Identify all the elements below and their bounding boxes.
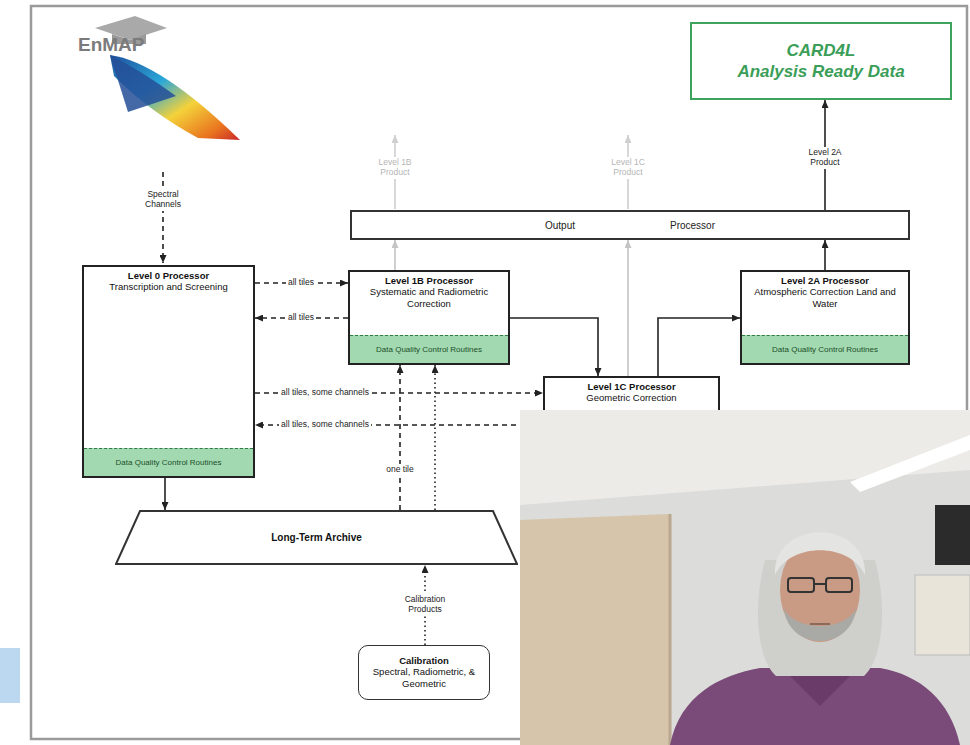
edge-label: one tile [384,464,415,476]
photo-part [915,575,970,655]
faded-product-label: Level 1B Product [369,157,421,179]
process-box: Level 0 ProcessorTranscription and Scree… [82,265,255,478]
process-title: Level 0 Processor [84,267,253,281]
process-title: Level 2A Processor [742,272,908,286]
archive-title: Long-Term Archive [271,532,362,543]
process-box: Level 1B ProcessorSystematic and Radiome… [348,270,510,365]
band-text: Processor [670,220,715,231]
band-text: Data Quality Control Routines [114,456,224,469]
output-product-box: CARD4LAnalysis Ready Data [690,22,952,100]
process-box: Level 2A ProcessorAtmospheric Correction… [740,270,910,365]
connector-arrow [824,240,826,270]
edge-label: all tiles, some channels [279,419,371,431]
process-body: Systematic and Radiometric Correction [350,286,508,313]
band-text: Data Quality Control Routines [374,343,484,356]
output-band: Output Processor [350,210,910,240]
photo-part [520,514,670,745]
archive-trapezoid: Long-Term Archive [115,510,518,565]
edge-label: all tiles [286,277,316,289]
logo-text: EnMAP [78,34,145,56]
edge-label: Calibration Products [388,594,462,616]
connector-arrow [627,240,629,376]
connector-arrow [164,478,166,510]
photo-part [784,608,856,641]
connector-arrow [399,365,401,510]
quality-band: Data Quality Control Routines [742,335,908,363]
connector-arrow [434,365,436,510]
quality-band: Data Quality Control Routines [350,335,508,363]
process-body: Geometric Correction [545,392,718,407]
product-title: CARD4L [787,40,856,61]
process-title: Level 1C Processor [545,378,718,392]
calibration-body: Spectral, Radiometric, & Geometric [362,666,486,693]
process-title: Level 1B Processor [350,272,508,286]
photo-part [810,623,830,625]
slide-frame [31,6,967,739]
webcam-overlay [520,410,970,745]
band-text: Output [545,220,575,231]
edge-label: all tiles, some channels [279,387,371,399]
photo-part [788,578,814,592]
faded-product-label: Level 1C Product [602,157,654,179]
photo-part [520,410,970,745]
photo-part [775,532,865,575]
connector-arrow [510,318,598,376]
photo-part [670,668,960,745]
photo-part [669,514,672,745]
process-body: Transcription and Screening [84,281,253,296]
trapezoid-shape [116,511,517,564]
photo-part [935,505,970,565]
calibration-title: Calibration [395,652,453,666]
connector-arrow [658,318,740,376]
input-arrow [162,172,164,263]
calibration-box: CalibrationSpectral, Radiometric, & Geom… [358,645,490,700]
photo-part [814,583,826,585]
photo-part [520,410,970,505]
band-text: Data Quality Control Routines [770,343,880,356]
drawing-part [110,55,240,140]
connector-arrow [394,240,396,270]
edge-label: all tiles [286,312,316,324]
photo-part [850,435,970,492]
slide-edge [0,648,20,703]
process-body: Atmospheric Correction Land and Water [742,286,908,313]
input-label: Spectral Channels [131,189,195,211]
photo-part [826,578,852,592]
product-subtitle: Analysis Ready Data [737,61,904,82]
quality-band: Data Quality Control Routines [84,448,253,476]
edge-label: Level 2A Product [796,147,855,169]
drawing-part [110,55,176,112]
